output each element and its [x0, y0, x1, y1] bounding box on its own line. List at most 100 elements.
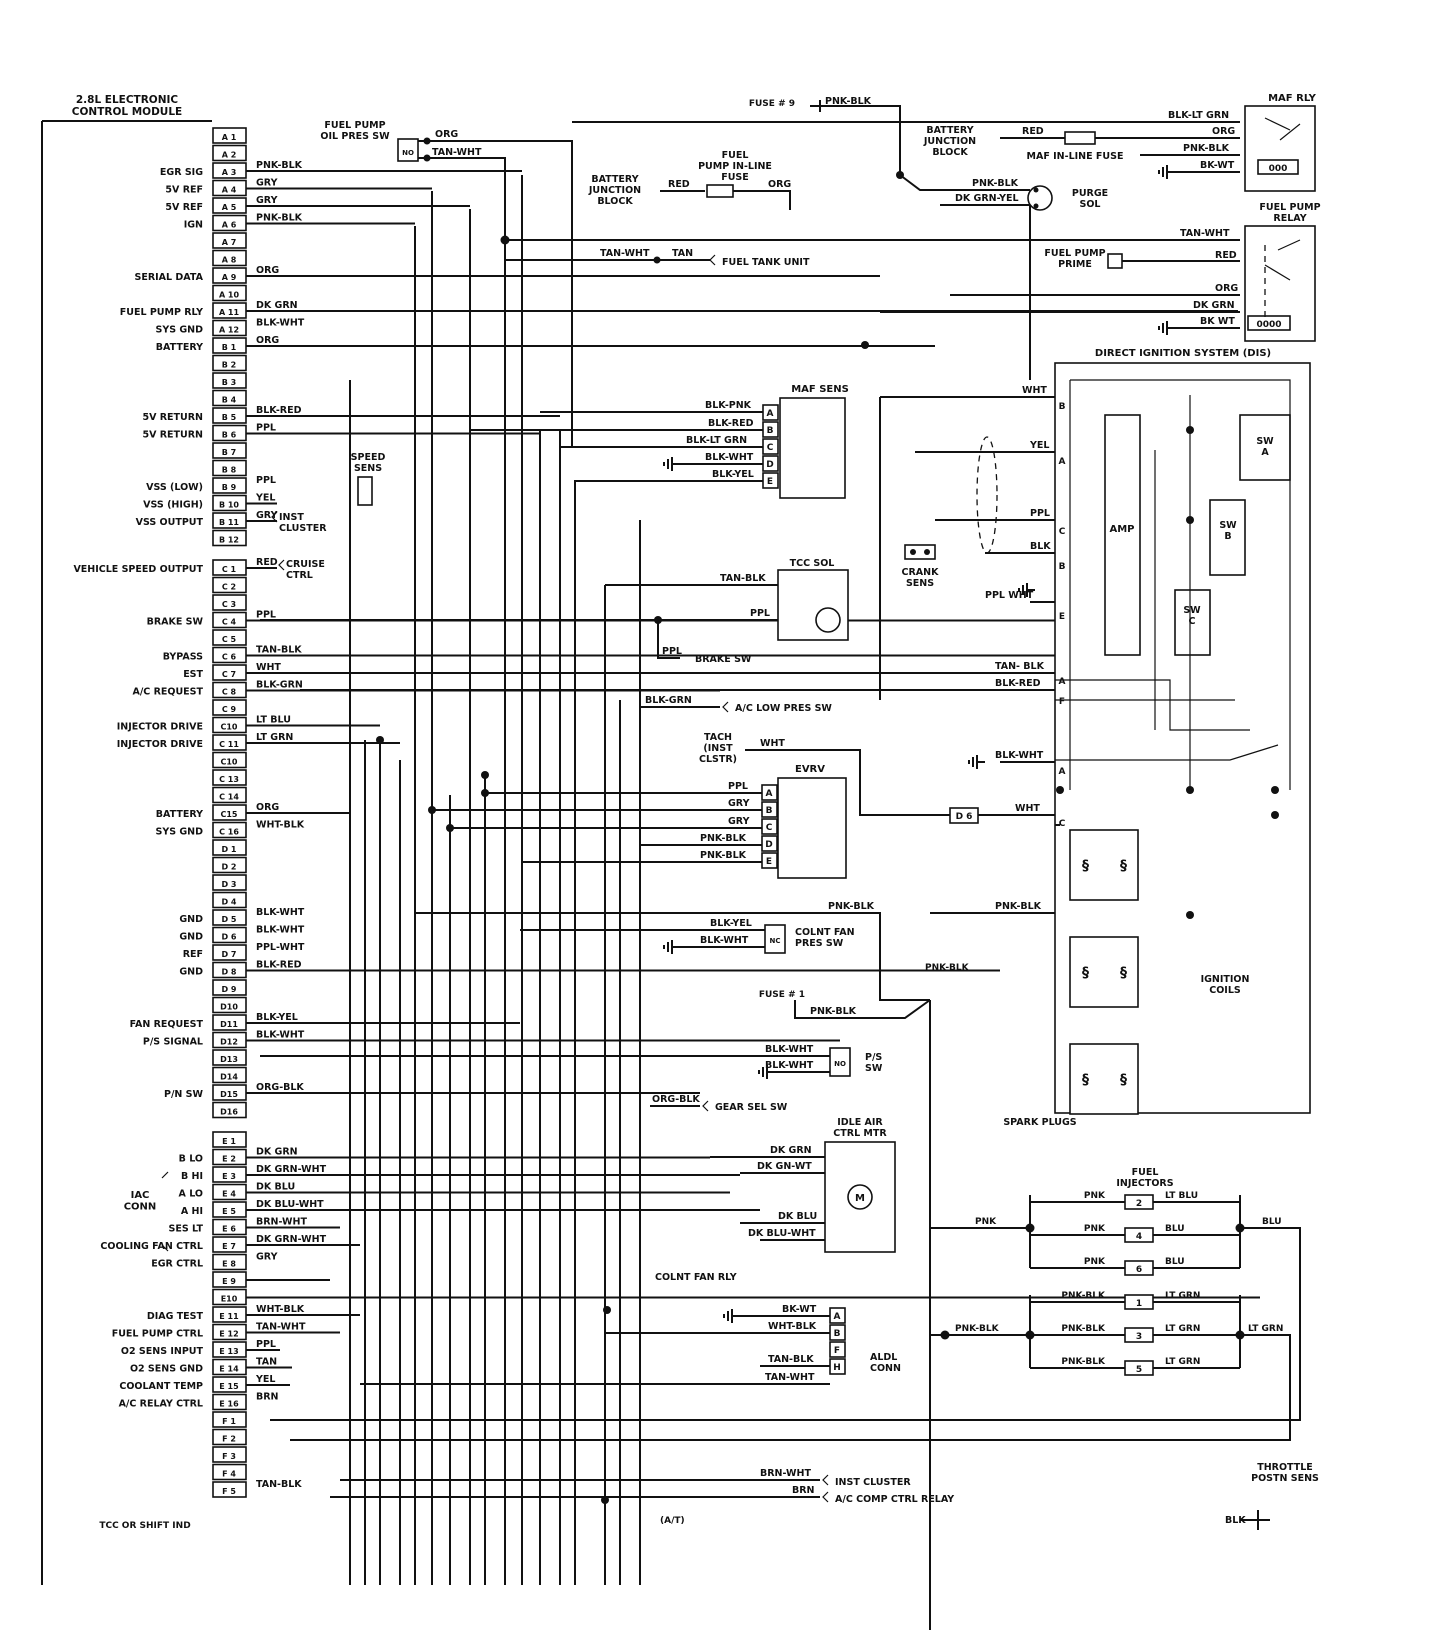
- wire-label-w-blkred-1: BLK-RED: [708, 418, 754, 429]
- coil-winding-icon: §: [1082, 965, 1089, 981]
- ecm-pin-id: B 2: [222, 361, 236, 370]
- splice-dot: [446, 824, 454, 832]
- wire-label-w-dkgrn-1: DK GRN: [1193, 300, 1235, 311]
- wire: [418, 157, 506, 240]
- ecm-pin-id: E 1: [222, 1137, 236, 1146]
- wire-label-w-pnkblk-7: PNK-BLK: [810, 1006, 857, 1017]
- splice-dot: [428, 806, 436, 814]
- maf-inline-fuse-label: MAF IN-LINE FUSE: [1027, 151, 1124, 162]
- ignition-coil-box: [1069, 829, 1139, 901]
- injector-bus-pnk: PNK: [975, 1217, 997, 1227]
- maf-sens-label: MAF SENS: [791, 384, 849, 395]
- evrv-label: EVRV: [795, 764, 825, 775]
- wire: [415, 912, 930, 1001]
- tcc-or-shift-label: TCC OR SHIFT IND: [99, 1521, 190, 1531]
- fuse9-label: FUSE # 9: [749, 99, 795, 109]
- wire: [270, 1227, 1301, 1421]
- ecm-pin-id: C 8: [222, 688, 237, 697]
- wire-label-w-tanblk-3: TAN-BLK: [768, 1354, 814, 1365]
- inst-cluster-label-2: INST CLUSTER: [835, 1477, 911, 1488]
- ecm-pin-id: D 8: [222, 968, 237, 977]
- ecm-pin-function: O2 SENS GND: [130, 1364, 203, 1375]
- wire-label-w-org-4: ORG: [1215, 283, 1238, 294]
- ecm-pin-D2: [212, 856, 247, 874]
- ecm-pin-wire: DK GRN-WHT: [256, 1234, 327, 1245]
- ecm-pin-wire: PPL: [256, 610, 276, 621]
- ecm-pin-id: A 9: [222, 273, 237, 282]
- relay-contact: [1264, 239, 1301, 281]
- ecm-pin-function: VEHICLE SPEED OUTPUT: [73, 564, 203, 575]
- splice-dot: [1033, 203, 1039, 209]
- injector-number: 3: [1136, 1332, 1142, 1342]
- evrv-pin-E: [761, 852, 778, 869]
- ecm-pin-id: B 8: [222, 466, 237, 475]
- ac-comp-ctrl-relay-label: A/C COMP CTRL RELAY: [835, 1494, 954, 1505]
- splice-dot: [1033, 187, 1039, 193]
- splice-dot: [1271, 811, 1279, 819]
- ecm-pin-id: B 5: [222, 413, 237, 422]
- ecm-pin-wire: PPL: [256, 423, 276, 434]
- wire-label-w-org-3: ORG: [1212, 126, 1235, 137]
- tcc-sol-label: TCC SOL: [790, 558, 835, 569]
- ecm-pin-id: D11: [220, 1020, 238, 1029]
- wire: [290, 1334, 1291, 1441]
- ecm-pin-function: EST: [183, 669, 203, 680]
- wire-label-w-dkgnwt: DK GN-WT: [757, 1161, 812, 1172]
- wire-label-w-org-1: ORG: [435, 129, 458, 140]
- ecm-pin-id: A 5: [222, 203, 237, 212]
- ecm-pin-function: A/C RELAY CTRL: [119, 1399, 203, 1410]
- wire-label-w-pnkblk-1: PNK-BLK: [1183, 143, 1230, 154]
- ecm-pin-id: A 4: [222, 186, 237, 195]
- wire-label-w-org-2: ORG: [768, 179, 791, 190]
- coil-winding-icon: §: [1120, 858, 1127, 874]
- ground-icon: [1018, 583, 1035, 597]
- ecm-pin-wire: DK BLU-WHT: [256, 1199, 324, 1210]
- dis-pin-letter: A: [1059, 767, 1066, 777]
- fuel-pump-prime-terminal: [1107, 253, 1123, 269]
- ecm-pin-wire: TAN-BLK: [256, 1479, 302, 1490]
- ecm-pin-id: D14: [220, 1073, 238, 1082]
- ecm-pin-wire: ORG: [256, 335, 279, 346]
- iac-brace: [161, 1171, 169, 1252]
- aldl-pin-letter: F: [834, 1346, 840, 1356]
- ground-icon: [758, 1065, 775, 1079]
- ecm-pin-wire: DK GRN: [256, 300, 298, 311]
- maf-relay-label: MAF RLY: [1268, 93, 1317, 104]
- ecm-pin-id: B 3: [222, 378, 236, 387]
- ecm-pin-B2: [212, 354, 247, 372]
- evrv-pin-letter: D: [765, 840, 772, 850]
- ecm-pin-id: D 3: [222, 880, 237, 889]
- wire-label-w-dkgrn-2: DK GRN: [770, 1145, 812, 1156]
- splice-dot: [1235, 1330, 1245, 1340]
- ecm-pin-id: D10: [220, 1003, 238, 1012]
- wire-label-w-tanblk-2: TAN- BLK: [995, 661, 1045, 672]
- at-label: (A/T): [660, 1516, 685, 1526]
- ecm-pin-wire: BRN-WHT: [256, 1217, 307, 1228]
- coil-winding-icon: §: [1120, 965, 1127, 981]
- dis-pin-letter: C: [1059, 819, 1066, 829]
- wire-label-w-wht-1: WHT: [1022, 385, 1047, 396]
- ecm-pin-id: A 7: [222, 238, 237, 247]
- wire-label-w-tanwht-4: TAN-WHT: [765, 1372, 815, 1383]
- ecm-pin-id: A 2: [222, 151, 237, 160]
- splice-dot: [501, 236, 509, 244]
- ecm-pin-id: A 12: [219, 326, 239, 335]
- ecm-pin-function: P/S SIGNAL: [143, 1037, 203, 1048]
- ecm-pin-wire: RED: [256, 557, 278, 568]
- connector-icon: [722, 701, 729, 713]
- ground-icon: [663, 457, 680, 471]
- ecm-pin-C2: [212, 576, 247, 594]
- injector-out-wire: BLU: [1165, 1224, 1185, 1234]
- splice-dot: [924, 549, 930, 555]
- ecm-pin-function: SERIAL DATA: [135, 272, 204, 283]
- ecm-pin-id: C 4: [222, 618, 237, 627]
- ecm-pin-wire: BLK-RED: [256, 405, 302, 416]
- injector-number: 2: [1136, 1199, 1142, 1209]
- wire-label-w-dkblu: DK BLU: [778, 1211, 817, 1222]
- wire: [657, 620, 680, 659]
- dis-pin-letter: B: [1059, 402, 1066, 412]
- ecm-pin-id: E 6: [222, 1225, 236, 1234]
